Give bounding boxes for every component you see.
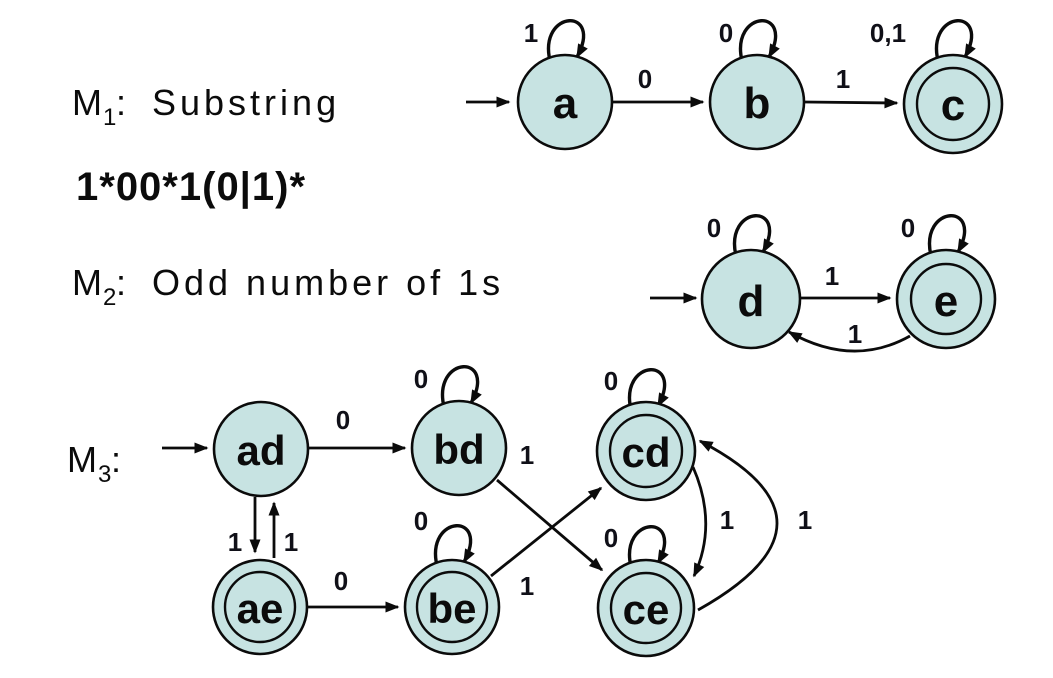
state-bd-label: bd	[433, 426, 484, 473]
self-loop-e	[927, 214, 969, 257]
m1-label-prefix: M	[72, 82, 106, 123]
edge-d-e-label: 1	[825, 261, 839, 291]
m3-label-colon: :	[111, 439, 125, 480]
self-loop-b-label: 0	[719, 18, 733, 48]
self-loop-e-label: 0	[901, 213, 915, 243]
state-be-label: be	[427, 585, 476, 632]
state-a-label: a	[553, 79, 578, 128]
state-c-inner-circle	[915, 66, 991, 142]
state-ae-inner-circle	[223, 570, 297, 644]
edge-e-d-label: 1	[848, 319, 862, 349]
m1-caption: Substring	[152, 82, 340, 123]
m3-automaton: ad 0 0 bd 1 1 ae 0 0 be 1 1 0	[162, 364, 812, 658]
state-a-circle	[516, 53, 614, 151]
state-ae-label: ae	[237, 585, 284, 632]
state-ce-inner-circle	[609, 571, 683, 645]
state-be-outer-circle	[403, 558, 501, 656]
m2-caption: Odd number of 1s	[152, 262, 504, 303]
m1-label-colon: :	[116, 82, 130, 123]
edge-cd-ce	[691, 466, 708, 578]
edge-a-b-label: 0	[638, 64, 652, 94]
m3-label-prefix: M	[67, 439, 101, 480]
m2-label-colon: :	[116, 262, 130, 303]
m1-label-subscript: 1	[103, 104, 116, 131]
m3-label-subscript: 3	[98, 461, 111, 488]
m2-label-prefix: M	[72, 262, 106, 303]
self-loop-bd-label: 0	[414, 364, 428, 394]
state-bd-circle	[410, 399, 508, 497]
edge-b-c-label: 1	[836, 64, 850, 94]
m2-label-subscript: 2	[103, 284, 116, 311]
self-loop-cd	[627, 368, 669, 411]
edge-ce-cd	[697, 439, 779, 612]
edge-ad-ae-label: 1	[228, 527, 242, 557]
state-ad-label: ad	[236, 427, 285, 474]
state-be-inner-circle	[415, 570, 489, 644]
state-cd-inner-circle	[608, 413, 684, 489]
self-loop-c-label: 0,1	[870, 18, 906, 48]
edge-be-cd	[490, 486, 603, 578]
state-ce-label: ce	[623, 586, 670, 633]
edge-ad-bd-label: 0	[336, 405, 350, 435]
self-loop-a-label: 1	[524, 18, 538, 48]
state-d-circle	[700, 248, 802, 350]
self-loop-a	[546, 19, 588, 62]
self-loop-d-label: 0	[707, 213, 721, 243]
state-d-label: d	[738, 277, 765, 326]
edge-ae-be-label: 0	[334, 566, 348, 596]
state-c-outer-circle	[902, 53, 1004, 155]
self-loop-cd-label: 0	[604, 366, 618, 396]
edge-bd-ce-label: 1	[520, 440, 534, 470]
edge-ce-cd-label: 1	[798, 505, 812, 535]
state-cd-outer-circle	[595, 400, 697, 502]
state-b-label: b	[744, 79, 771, 128]
edge-be-cd-label: 1	[520, 571, 534, 601]
edge-e-d	[787, 330, 911, 353]
self-loop-d	[732, 214, 774, 257]
state-ae-outer-circle	[211, 558, 309, 656]
edge-b-c	[804, 97, 899, 109]
m1-automaton: 1 a 0 0 b 1 0,1 c	[466, 18, 1004, 155]
edge-bd-ce	[496, 478, 604, 572]
self-loop-c	[934, 19, 976, 62]
edge-cd-ce-label: 1	[720, 505, 734, 535]
state-b-circle	[708, 53, 806, 151]
m2-automaton: 0 d 1 1 0 e	[650, 213, 997, 353]
self-loop-be	[433, 524, 475, 567]
self-loop-be-label: 0	[414, 506, 428, 536]
state-c-label: c	[941, 81, 965, 130]
self-loop-b	[738, 19, 780, 62]
m1-regex: 1*00*1(0|1)*	[76, 165, 306, 209]
state-ad-circle	[212, 400, 310, 498]
self-loop-bd	[440, 365, 482, 408]
state-e-inner-circle	[909, 262, 983, 336]
self-loop-ce	[627, 525, 669, 568]
captions: M 1 : Substring 1*00*1(0|1)* M 2 : Odd n…	[67, 82, 504, 488]
edge-ae-ad-label: 1	[284, 527, 298, 557]
state-e-label: e	[934, 277, 958, 326]
state-cd-label: cd	[621, 429, 670, 476]
self-loop-ce-label: 0	[604, 523, 618, 553]
